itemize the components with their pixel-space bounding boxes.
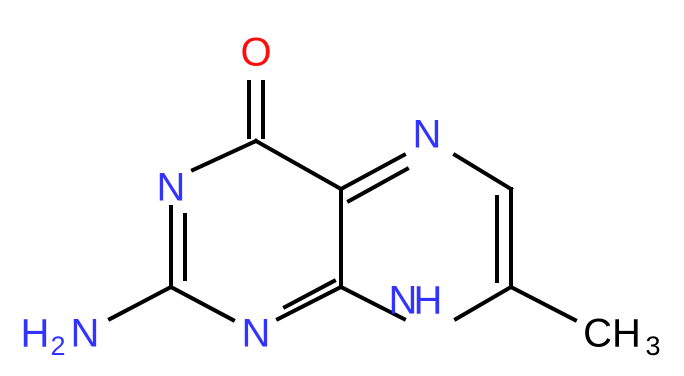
bond-c2-nh2 <box>107 284 174 322</box>
bond-c7-ch3 <box>508 284 578 323</box>
atom-amine-h: H <box>21 312 50 356</box>
bond-n8-c8a <box>338 284 407 322</box>
atom-amine-n: N <box>71 312 100 356</box>
atom-n8: N <box>389 279 418 323</box>
atom-methyl-h-count: 3 <box>645 331 660 361</box>
atom-methyl-c: CH <box>583 312 641 356</box>
atom-labels: O N N N H 2 N N H CH 3 <box>21 31 661 362</box>
bond-c4-n3 <box>190 138 259 173</box>
atom-amine-h-count: 2 <box>50 331 65 361</box>
bonds <box>107 80 578 323</box>
atom-oxygen: O <box>240 31 271 75</box>
bond-c4a-n5-inner <box>346 166 410 204</box>
atom-n5: N <box>413 113 442 157</box>
atom-n8-h: H <box>414 279 443 323</box>
bond-c4-c4a <box>253 138 344 192</box>
bond-n5-c6 <box>452 152 514 192</box>
atom-n3: N <box>157 166 186 210</box>
bond-c2-n1 <box>168 284 236 323</box>
bond-n1-c8a <box>275 284 344 322</box>
atom-n1: N <box>242 312 271 356</box>
bond-c4a-n5 <box>338 152 407 192</box>
bond-c7-n8 <box>453 284 514 322</box>
bond-n1-c8a-inner <box>282 278 337 310</box>
